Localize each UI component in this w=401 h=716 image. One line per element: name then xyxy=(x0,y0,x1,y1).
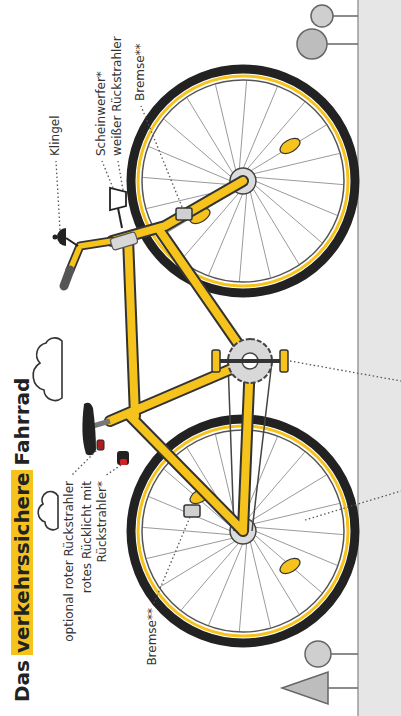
spoke xyxy=(254,535,321,593)
leader-line xyxy=(56,161,60,230)
spoke xyxy=(253,504,339,524)
leader-line xyxy=(118,161,123,190)
spoke xyxy=(247,102,305,169)
spoke xyxy=(254,527,343,534)
leader-line xyxy=(305,491,401,520)
tree-trunk xyxy=(330,15,358,17)
headlight-bracket xyxy=(118,208,122,228)
chain-line xyxy=(252,361,272,531)
spoke xyxy=(254,177,343,184)
spoke xyxy=(250,191,270,277)
spoke xyxy=(250,475,326,521)
spoke xyxy=(239,81,246,170)
title: Das verkehrssichere Fahrrad xyxy=(10,378,34,702)
chain-line xyxy=(228,361,234,531)
spoke xyxy=(247,452,305,519)
headlight-lamp xyxy=(110,188,126,210)
leader-line xyxy=(290,361,401,381)
leader-line xyxy=(71,448,99,476)
tree-crown xyxy=(305,641,331,667)
tree-crown xyxy=(297,29,327,59)
ground-line xyxy=(357,0,359,716)
frame xyxy=(64,181,250,531)
tree-crown xyxy=(282,672,328,704)
cloud xyxy=(33,338,62,401)
leader-line xyxy=(102,161,113,188)
bell xyxy=(57,228,66,246)
headlight xyxy=(110,188,126,228)
pedal xyxy=(280,350,288,372)
crank xyxy=(218,359,282,363)
cloud xyxy=(38,492,58,530)
rear-light-lens xyxy=(120,459,127,465)
ground xyxy=(358,0,401,716)
part-label: rotes Rücklicht mit Rückstrahler* xyxy=(80,481,110,621)
part-label: Bremse** xyxy=(145,608,160,666)
spoke xyxy=(253,188,299,264)
spoke xyxy=(187,98,233,174)
rear-light-housing xyxy=(117,451,129,465)
brakes xyxy=(176,208,200,517)
head-tube-clamp xyxy=(110,231,138,250)
part-label: Bremse** xyxy=(133,43,148,101)
trees-left xyxy=(282,641,358,704)
spoke xyxy=(164,119,231,177)
tree-crown xyxy=(311,5,333,27)
leader-line xyxy=(154,517,190,603)
spoke xyxy=(250,541,270,627)
spoke xyxy=(239,542,246,631)
drivetrain xyxy=(212,339,288,383)
spoke xyxy=(143,177,232,184)
front-brake xyxy=(176,208,192,220)
spoke xyxy=(253,538,299,614)
part-label: weißer Rückstrahler xyxy=(110,36,125,156)
clouds xyxy=(33,338,62,530)
spoke xyxy=(181,542,239,609)
spoke xyxy=(239,192,246,281)
spoke xyxy=(243,87,277,169)
bell-mount xyxy=(66,238,78,246)
saddle xyxy=(82,403,96,456)
wheels xyxy=(131,69,355,643)
spoke xyxy=(209,543,243,625)
spoke xyxy=(254,185,321,243)
handlebar-grip xyxy=(64,270,70,286)
pedal xyxy=(212,350,220,372)
spoke xyxy=(147,538,233,558)
spoke xyxy=(250,125,326,171)
trees-right xyxy=(297,5,358,59)
spoke xyxy=(255,181,337,215)
bell-knob xyxy=(53,235,58,240)
spoke-reflector xyxy=(277,555,302,576)
rear-brake xyxy=(184,505,200,517)
spoke xyxy=(143,527,232,534)
part-label: Scheinwerfer* xyxy=(94,71,109,156)
saddle xyxy=(82,403,110,456)
spoke xyxy=(160,541,236,587)
rear-light xyxy=(117,451,129,465)
spoke xyxy=(216,85,236,171)
seat-post xyxy=(93,421,110,426)
spoke xyxy=(253,154,339,174)
leader-line xyxy=(141,106,182,207)
spoke xyxy=(149,147,231,181)
leader-line xyxy=(105,465,121,476)
spoke xyxy=(209,193,243,275)
bell xyxy=(53,228,79,246)
part-label: Klingel xyxy=(48,116,63,156)
part-label: optional roter Rückstrahler xyxy=(62,481,77,642)
spoke-reflector xyxy=(277,135,302,156)
